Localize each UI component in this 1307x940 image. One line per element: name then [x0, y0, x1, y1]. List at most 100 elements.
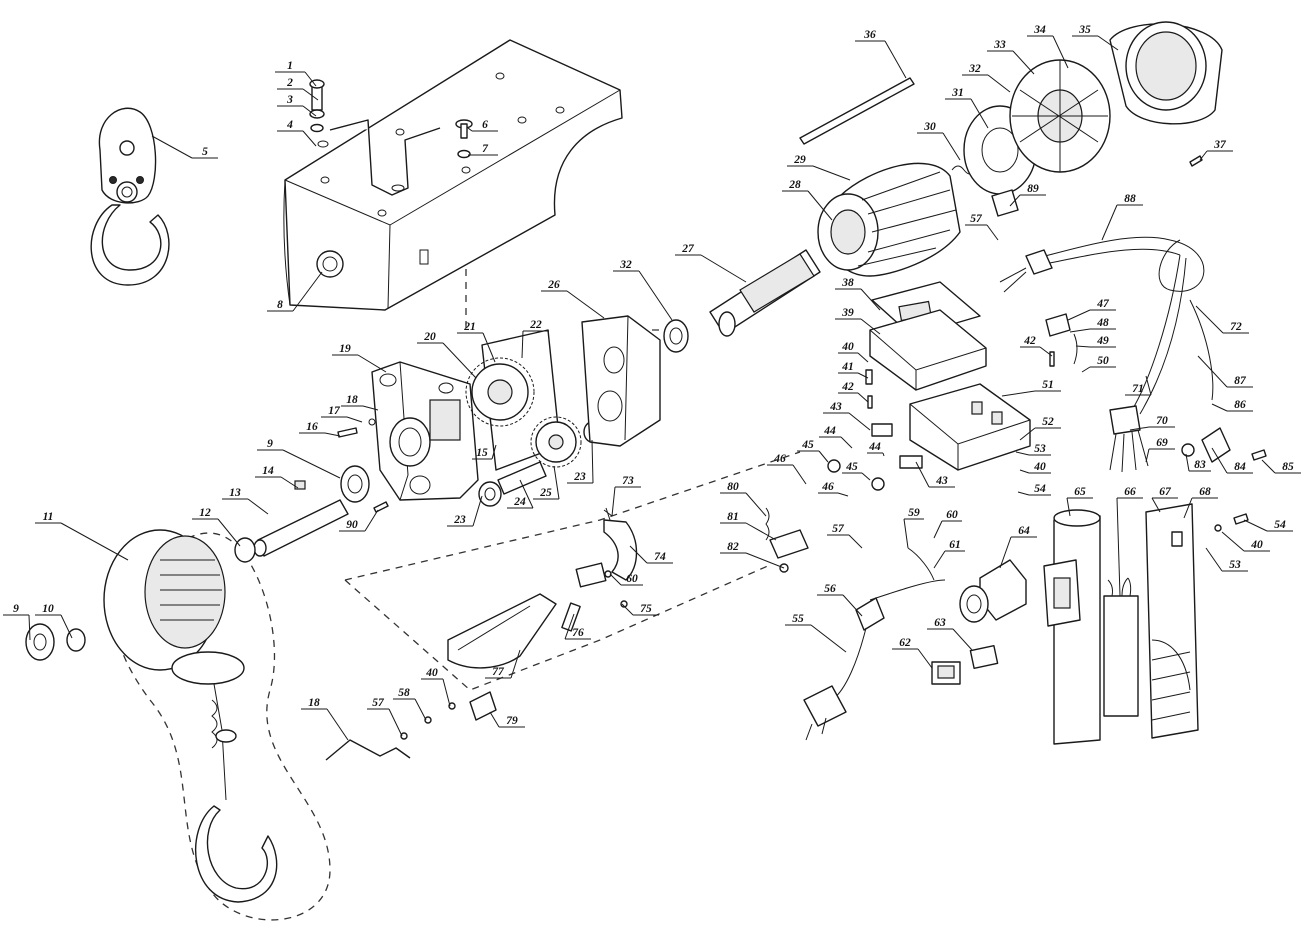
callout-number: 56 [824, 583, 836, 595]
callout-number: 74 [654, 551, 666, 563]
callout-leader-line [566, 290, 605, 319]
callout-number: 41 [841, 361, 854, 373]
callout-33: 33 [987, 39, 1035, 75]
callout-14: 14 [255, 465, 299, 489]
callout-61: 61 [933, 539, 965, 569]
callout-leader-line [942, 132, 961, 161]
callout-number: 3 [286, 94, 293, 106]
callout-leader-line [553, 465, 560, 500]
callout-number: 53 [1034, 443, 1046, 455]
callout-18: 18 [301, 697, 349, 741]
callout-number: 8 [277, 299, 283, 311]
callout-number: 54 [1274, 519, 1286, 531]
callout-leader-line [482, 332, 496, 363]
callout-number: 76 [572, 627, 584, 639]
callout-leader-line [1081, 366, 1091, 373]
callout-13: 13 [222, 487, 269, 515]
callout-2: 2 [277, 77, 319, 101]
callout-leader-line [302, 105, 317, 117]
callout-number: 70 [1156, 415, 1168, 427]
callout-number: 81 [727, 511, 739, 523]
callout-18: 18 [341, 394, 379, 411]
callout-leader-line [638, 270, 673, 321]
callout-30: 30 [917, 121, 961, 161]
callout-number: 39 [841, 307, 854, 319]
callout-leader-line [861, 472, 871, 481]
callout-number: 83 [1194, 459, 1206, 471]
callout-84: 84 [1211, 447, 1253, 474]
callout-number: 1 [287, 60, 293, 72]
callout-leader-line [1067, 309, 1091, 321]
callout-number: 14 [262, 465, 274, 477]
callout-leader-line [611, 486, 616, 517]
callout-49: 49 [1075, 335, 1116, 348]
callout-80: 80 [720, 481, 767, 517]
callout-leader-line [848, 534, 863, 549]
callout-40: 40 [421, 667, 451, 707]
callout-number: 13 [229, 487, 241, 499]
callout-54: 54 [1243, 519, 1293, 532]
callout-12: 12 [192, 507, 241, 547]
callout-number: 85 [1282, 461, 1294, 473]
callout-number: 19 [339, 343, 351, 355]
callout-40: 40 [1019, 461, 1051, 474]
callout-leader-line [1195, 305, 1224, 334]
callout-leader-line [324, 432, 341, 437]
callout-31: 31 [945, 87, 989, 129]
callout-number: 12 [199, 507, 211, 519]
callout-63: 63 [927, 617, 973, 651]
callout-77: 77 [485, 649, 521, 679]
callout-number: 57 [372, 697, 385, 709]
callout-76: 76 [564, 613, 591, 640]
callout-leader-line [442, 342, 477, 379]
callout-51: 51 [1001, 379, 1061, 397]
callout-number: 40 [841, 341, 854, 353]
callout-number: 48 [1096, 317, 1109, 329]
callout-number: 42 [841, 381, 854, 393]
callout-number: 88 [1124, 193, 1136, 205]
callout-leader-line [840, 436, 853, 449]
callout-leader-line [700, 254, 747, 283]
callout-leader-line [1069, 328, 1091, 333]
callout-number: 79 [506, 715, 518, 727]
callout-83: 83 [1185, 453, 1211, 472]
callout-number: 64 [1018, 525, 1030, 537]
callout-number: 4 [286, 119, 293, 131]
callout-leader-line [491, 444, 497, 460]
callout-leader-line [364, 509, 379, 532]
callout-number: 46 [821, 481, 834, 493]
callout-71: 71 [1125, 375, 1152, 396]
callout-number: 43 [935, 475, 948, 487]
callout-number: 38 [841, 277, 854, 289]
callout-number: 21 [463, 321, 476, 333]
callout-number: 57 [832, 523, 845, 535]
callout-number: 7 [482, 143, 489, 155]
pulley-hook-block [90, 107, 170, 286]
callout-leader-line [326, 708, 349, 741]
callout-number: 47 [1096, 298, 1110, 310]
callout-53: 53 [1205, 547, 1248, 572]
callout-79: 79 [489, 711, 525, 728]
callout-number: 18 [346, 394, 358, 406]
callout-number: 68 [1199, 486, 1211, 498]
callout-50: 50 [1081, 355, 1116, 373]
callout-32: 32 [613, 259, 673, 321]
callout-leader-line [792, 464, 807, 485]
callout-47: 47 [1067, 298, 1116, 321]
callout-number: 37 [1213, 139, 1227, 151]
callout-44: 44 [867, 441, 885, 457]
callout-leader-line [1017, 491, 1030, 496]
callout-9: 9 [3, 603, 31, 641]
callout-56: 56 [817, 583, 863, 617]
callout-leader-line [903, 518, 909, 549]
callout-leader-line [818, 450, 829, 463]
callout-leader-line [1066, 497, 1071, 517]
callout-4: 4 [277, 119, 317, 147]
callout-number: 62 [899, 637, 911, 649]
callout-number: 60 [626, 573, 638, 585]
callout-35: 35 [1072, 24, 1119, 51]
callout-leader-line [999, 536, 1012, 569]
callout-number: 20 [423, 331, 436, 343]
callout-number: 60 [946, 509, 958, 521]
